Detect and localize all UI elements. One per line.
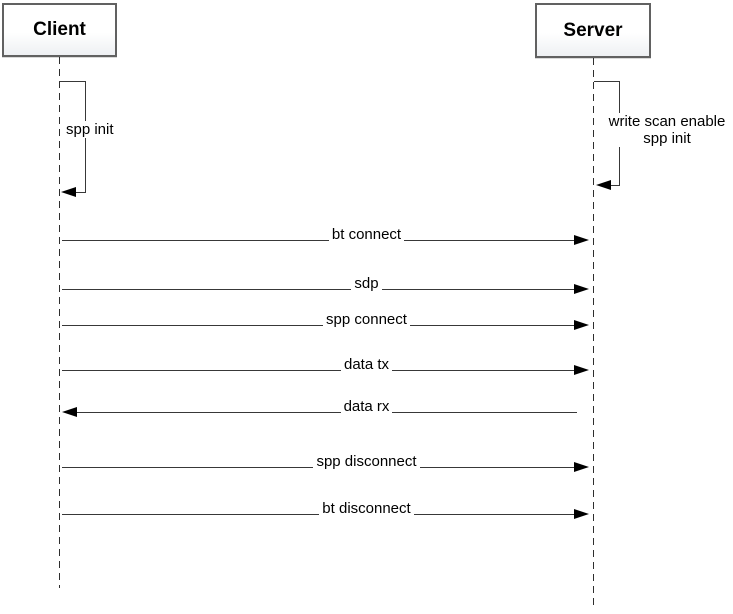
arrowhead-right-icon — [574, 235, 589, 245]
client-self-message-label: spp init — [64, 121, 116, 138]
server-self-loop-top-line — [594, 81, 620, 82]
client-self-loop-bottom-line — [72, 192, 86, 193]
arrowhead-left-icon — [62, 407, 77, 417]
arrowhead-right-icon — [574, 365, 589, 375]
client-lifeline — [59, 57, 60, 588]
client-self-loop-top-line — [59, 81, 86, 82]
actor-box-client: Client — [2, 3, 117, 57]
arrowhead-right-icon — [574, 284, 589, 294]
arrowhead-right-icon — [574, 509, 589, 519]
server-lifeline — [593, 58, 594, 610]
actor-box-server: Server — [535, 3, 651, 58]
server-self-loop-bottom-line — [609, 185, 620, 186]
server-self-message-label-line-1: write scan enable — [608, 113, 726, 130]
message-line — [62, 240, 575, 241]
message-line — [62, 289, 575, 290]
message-line — [62, 467, 575, 468]
arrowhead-left-icon — [596, 180, 611, 190]
arrowhead-right-icon — [574, 320, 589, 330]
server-self-message-label-line-2: spp init — [643, 130, 691, 147]
message-line — [62, 325, 575, 326]
arrowhead-right-icon — [574, 462, 589, 472]
message-line — [77, 412, 577, 413]
arrowhead-left-icon — [61, 187, 76, 197]
server-self-message-label: write scan enable spp init — [606, 113, 728, 147]
message-line — [62, 514, 575, 515]
actor-label-server: Server — [563, 19, 623, 41]
message-line — [62, 370, 575, 371]
actor-label-client: Client — [33, 19, 86, 40]
